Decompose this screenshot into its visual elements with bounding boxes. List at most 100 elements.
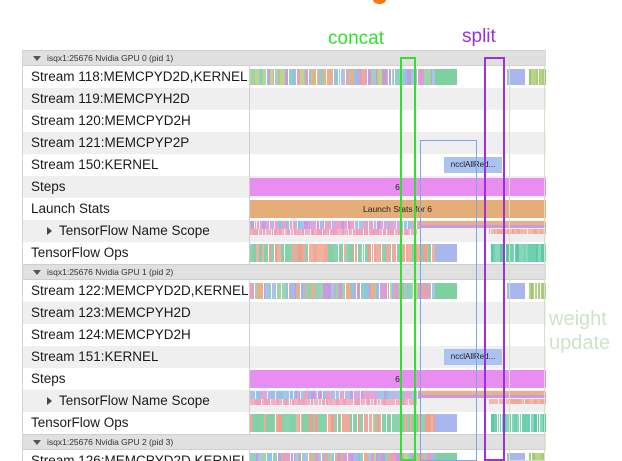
timeline-event[interactable] [299,399,301,405]
timeline-event[interactable] [353,229,354,235]
timeline-event[interactable] [268,229,269,235]
timeline-event[interactable] [317,69,318,85]
timeline-event[interactable] [326,399,328,405]
timeline-event[interactable] [249,453,252,461]
timeline-event[interactable] [532,283,533,299]
timeline-event[interactable] [334,399,336,405]
timeline-event[interactable] [250,391,251,399]
timeline-event[interactable] [332,244,334,262]
timeline-event[interactable] [323,391,326,399]
timeline-event[interactable] [355,399,357,405]
timeline-lane[interactable] [249,302,546,324]
timeline-event[interactable] [349,229,350,235]
timeline-event[interactable] [390,453,392,461]
timeline-row[interactable]: Stream 120:MEMCPYD2H [23,110,546,132]
timeline-event[interactable] [522,414,525,432]
timeline-event[interactable] [411,221,413,229]
timeline-event[interactable] [323,283,327,299]
timeline-event[interactable] [417,244,420,262]
timeline-event[interactable] [308,221,309,229]
timeline-event[interactable] [374,399,376,405]
timeline-event[interactable] [314,399,315,405]
timeline-event[interactable] [415,69,417,85]
timeline-event[interactable] [331,283,334,299]
timeline-event[interactable] [256,391,257,399]
timeline-event[interactable] [346,283,347,299]
timeline-event[interactable] [270,414,274,432]
timeline-event[interactable] [534,453,535,461]
timeline-row[interactable]: Stream 119:MEMCPYH2D [23,88,546,110]
timeline-event[interactable] [346,221,347,229]
timeline-row[interactable]: Stream 118:MEMCPYD2D,KERNEL,ME [23,66,546,88]
timeline-event[interactable] [499,399,501,404]
timeline-event[interactable] [294,453,295,461]
timeline-event[interactable] [405,69,407,85]
timeline-event[interactable] [528,244,531,262]
timeline-event[interactable] [302,414,306,432]
timeline-event[interactable] [324,244,328,262]
timeline-event[interactable] [309,244,313,262]
timeline-event[interactable] [277,229,279,235]
timeline-event[interactable] [305,399,308,405]
timeline-event[interactable] [376,283,379,299]
timeline-event[interactable] [346,414,349,432]
timeline-event[interactable] [528,414,530,432]
timeline-event[interactable] [327,283,331,299]
timeline-event[interactable] [388,229,390,235]
timeline-event[interactable] [304,221,308,229]
timeline-event[interactable] [507,283,525,299]
timeline-event[interactable] [328,229,329,235]
timeline-event[interactable] [411,229,414,235]
timeline-lane[interactable] [249,242,546,264]
timeline-event[interactable] [276,391,277,399]
timeline-event[interactable] [398,414,401,432]
timeline-event[interactable] [395,414,398,432]
timeline-event[interactable] [431,414,433,432]
timeline-event[interactable] [394,283,397,299]
timeline-event[interactable] [257,283,261,299]
timeline-event[interactable] [404,221,407,229]
timeline-event[interactable] [298,244,299,262]
timeline-event[interactable] [345,391,346,399]
timeline-event[interactable] [274,414,275,432]
timeline-event[interactable] [380,283,381,299]
timeline-event[interactable] [322,414,326,432]
timeline-event[interactable] [408,391,411,399]
timeline-event[interactable] [263,229,265,235]
timeline-event[interactable] [329,453,330,461]
timeline-event[interactable] [532,399,534,404]
timeline-event[interactable] [264,414,266,432]
timeline-event[interactable] [531,69,534,85]
timeline-event[interactable] [388,221,390,229]
timeline-event[interactable] [334,283,335,299]
collapse-triangle-icon[interactable] [33,269,41,275]
timeline-event[interactable] [350,229,352,235]
timeline-event[interactable] [249,414,252,432]
timeline-event[interactable] [349,244,350,262]
timeline-event[interactable] [265,221,269,229]
timeline-event[interactable] [516,414,517,432]
timeline-event[interactable] [371,453,374,461]
timeline-event[interactable] [489,399,492,404]
timeline-event[interactable] [408,453,411,461]
timeline-event[interactable] [264,391,267,399]
timeline-event[interactable] [334,221,336,229]
timeline-event[interactable] [424,69,425,85]
name-scope-span[interactable] [421,225,546,228]
timeline-event[interactable] [335,283,336,299]
timeline-event[interactable] [350,391,353,399]
timeline-event[interactable] [489,229,490,234]
timeline-event[interactable] [411,391,414,399]
timeline-event[interactable] [368,69,371,85]
steps-bar[interactable] [249,370,546,388]
timeline-event[interactable] [331,229,333,235]
timeline-event[interactable] [533,244,536,262]
timeline-event[interactable] [377,414,379,432]
timeline-event[interactable] [387,69,388,85]
timeline-event[interactable] [370,391,374,399]
timeline-event[interactable] [285,244,289,262]
timeline-event[interactable] [351,399,352,405]
timeline-event[interactable] [390,244,391,262]
timeline-event[interactable] [525,229,527,234]
timeline-event[interactable] [400,283,404,299]
